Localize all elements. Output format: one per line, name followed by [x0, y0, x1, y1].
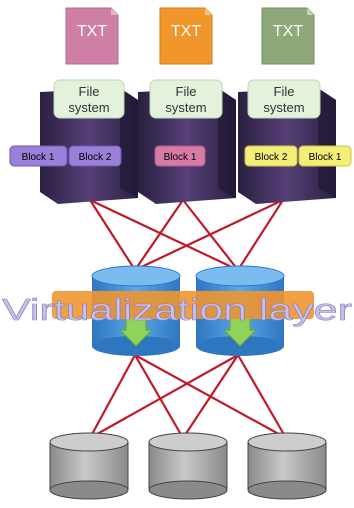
server-volume-links [89, 199, 284, 271]
server-1-block-1 [9, 145, 68, 167]
document-3-label: TXT [273, 23, 303, 40]
server-1-filesystem-box [53, 79, 125, 119]
server-2-fs-line1: File [176, 84, 197, 99]
server-1-block-2 [68, 145, 122, 167]
document-1: TXT [65, 7, 119, 65]
server-2-filesystem-box [149, 79, 223, 119]
server-2-block-1 [154, 145, 206, 167]
server-3-block-1-label: Block 1 [309, 152, 342, 163]
server-3-fs-line2: system [263, 100, 304, 115]
document-2: TXT [159, 7, 213, 65]
server-3-block-2 [244, 145, 298, 167]
server-3-block-2-label: Block 2 [255, 152, 288, 163]
document-1-label: TXT [77, 23, 107, 40]
server-1: File system Block 1 Block 2 [9, 79, 138, 204]
server-3-filesystem-box [247, 79, 321, 119]
server-1-block-1-label: Block 1 [22, 152, 55, 163]
server-2-fs-line2: system [165, 100, 206, 115]
server-3-block-1 [298, 145, 352, 167]
document-3: TXT [261, 7, 315, 65]
physical-disk-2 [148, 432, 228, 500]
volume-disk-links [89, 354, 287, 439]
server-1-fs-line2: system [68, 100, 109, 115]
physical-disk-3 [247, 432, 327, 500]
virtualization-layer-banner: Virtualization layer [2, 291, 352, 327]
physical-disk-1 [49, 432, 129, 500]
server-1-fs-line1: File [79, 84, 100, 99]
server-3-fs-line1: File [274, 84, 295, 99]
server-2: File system Block 1 [138, 79, 236, 204]
server-1-block-2-label: Block 2 [79, 152, 112, 163]
server-2-block-1-label: Block 1 [164, 152, 197, 163]
virtualization-layer-label: Virtualization layer [2, 292, 352, 327]
document-2-label: TXT [171, 23, 201, 40]
server-3: File system Block 2 Block 1 [238, 79, 352, 204]
